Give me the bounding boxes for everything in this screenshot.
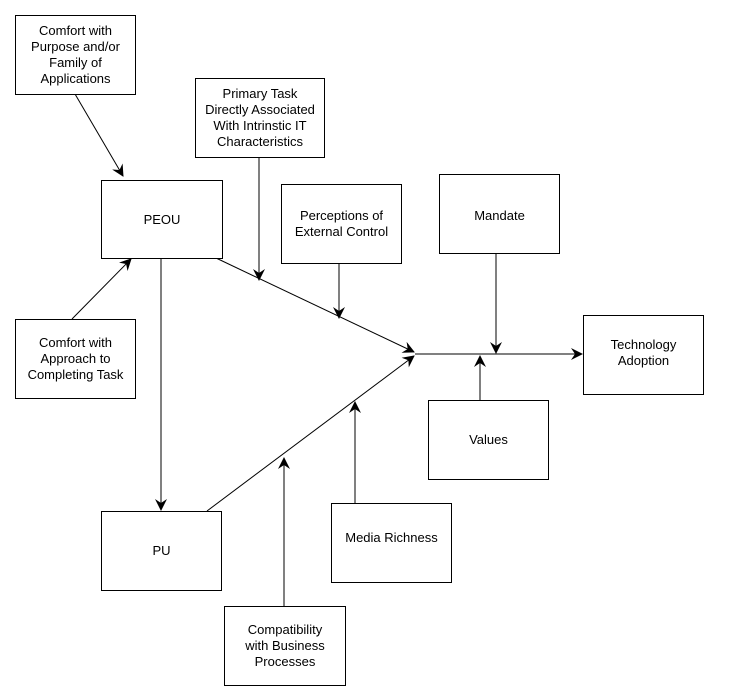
node-mandate: Mandate	[439, 174, 560, 254]
node-label: Technology Adoption	[610, 337, 677, 368]
node-pu: PU	[101, 511, 222, 591]
node-label: Media Richness	[345, 530, 438, 545]
node-values: Values	[428, 400, 549, 480]
edge-peou-to-junction	[215, 257, 415, 353]
node-label: Comfort with Approach to Completing Task	[27, 335, 124, 382]
edge-pu-to-junction	[206, 355, 415, 512]
node-primary-task: Primary Task Directly Associated With In…	[195, 78, 325, 158]
node-comfort-with-approach: Comfort with Approach to Completing Task	[15, 319, 136, 399]
node-technology-adoption: Technology Adoption	[583, 315, 704, 395]
node-label: Compatibility with Business Processes	[245, 622, 325, 669]
node-label: Values	[469, 432, 508, 447]
node-label: Perceptions of External Control	[294, 208, 389, 239]
node-label: Primary Task Directly Associated With In…	[205, 86, 315, 149]
edge-comfort-approach-to-peou	[71, 258, 132, 320]
node-label: PEOU	[143, 211, 181, 227]
node-label: Comfort with Purpose and/or Family of Ap…	[31, 23, 120, 86]
node-media-richness: Media Richness	[331, 503, 452, 583]
edge-comfort-purpose-to-peou	[74, 93, 124, 177]
node-label: PU	[152, 543, 171, 558]
node-label: Mandate	[474, 208, 525, 223]
node-comfort-with-purpose: Comfort with Purpose and/or Family of Ap…	[15, 15, 136, 95]
node-compatibility: Compatibility with Business Processes	[224, 606, 346, 686]
node-perceptions-external-control: Perceptions of External Control	[281, 184, 402, 264]
node-peou: PEOU	[101, 180, 223, 259]
